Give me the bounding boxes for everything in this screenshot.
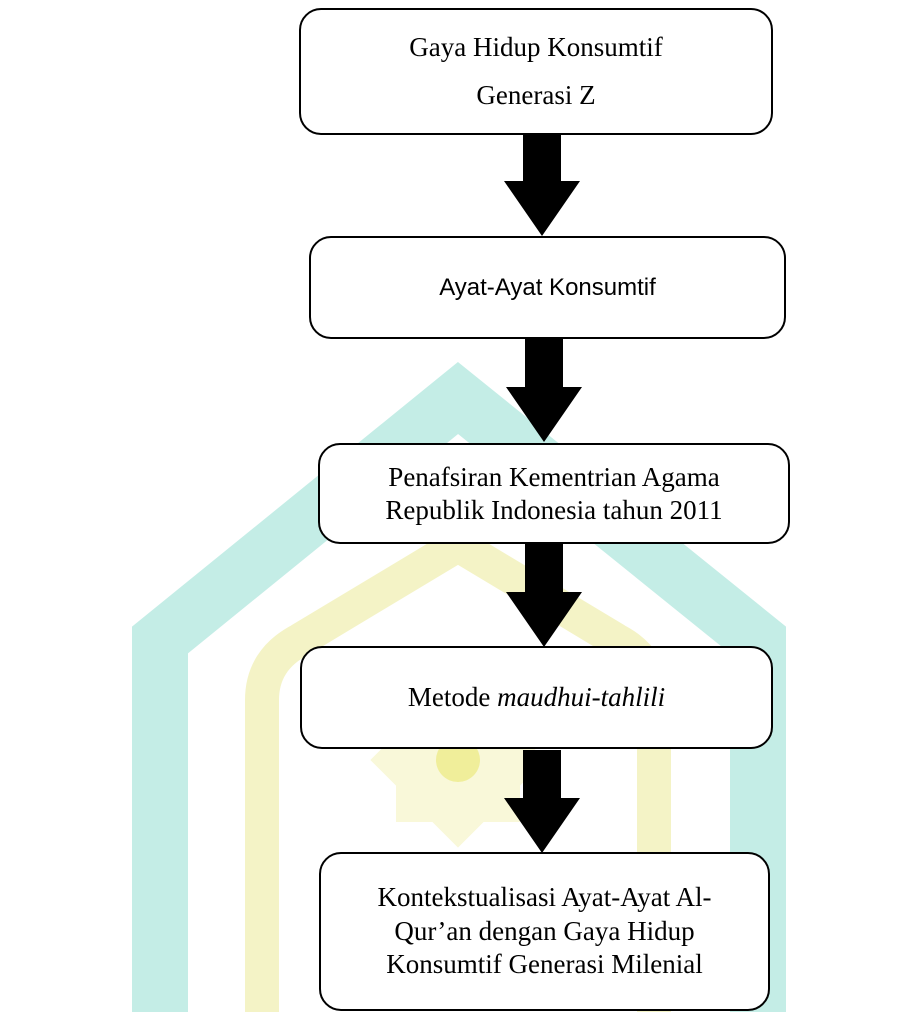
- flow-arrow-3-icon: [506, 544, 582, 647]
- flow-step-2-box: Ayat-Ayat Konsumtif: [309, 236, 786, 339]
- flow-step-5-line-2: Qur’an dengan Gaya Hidup: [394, 915, 695, 946]
- flow-step-5-line-1: Kontekstualisasi Ayat-Ayat Al-: [377, 881, 712, 912]
- flow-step-1-line-1: Gaya Hidup Konsumtif: [409, 32, 663, 63]
- flow-step-3-line-1: Penafsiran Kementrian Agama: [388, 461, 720, 492]
- flow-arrow-1-icon: [504, 133, 580, 236]
- flow-step-2-line-1: Ayat-Ayat Konsumtif: [439, 273, 656, 301]
- flow-step-3-line-2: Republik Indonesia tahun 2011: [385, 494, 723, 525]
- flow-step-4-text: Metode maudhui-tahlili: [408, 680, 665, 715]
- flow-arrow-2-icon: [506, 339, 582, 442]
- flow-step-3-box: Penafsiran Kementrian Agama Republik Ind…: [318, 443, 790, 544]
- flow-step-1-box: Gaya Hidup Konsumtif Generasi Z: [299, 8, 773, 135]
- flow-step-5-line-3: Konsumtif Generasi Milenial: [386, 949, 703, 980]
- watermark-outer-arch: [132, 361, 786, 1012]
- flow-step-4-box: Metode maudhui-tahlili: [300, 646, 773, 749]
- flow-step-5-box: Kontekstualisasi Ayat-Ayat Al- Qur’an de…: [319, 852, 770, 1011]
- flow-step-4-emphasis: maudhui-tahlili: [497, 681, 666, 712]
- flow-arrow-4-icon: [504, 750, 580, 853]
- flow-step-1-line-2: Generasi Z: [476, 79, 596, 110]
- flow-step-4-prefix: Metode: [407, 681, 498, 712]
